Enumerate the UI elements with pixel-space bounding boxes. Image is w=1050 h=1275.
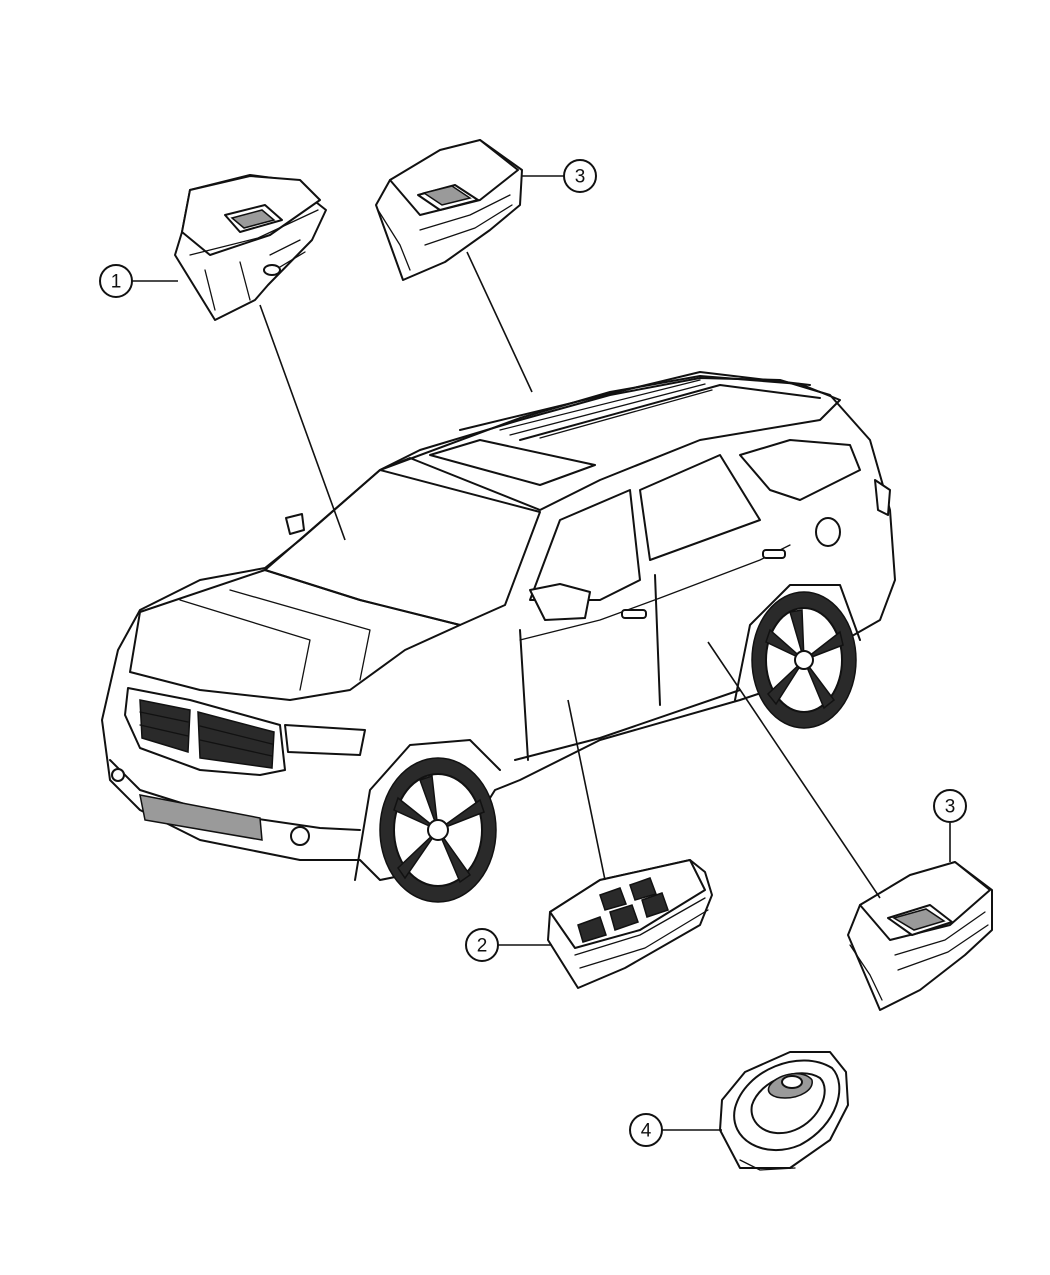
switch-part-4: [719, 1051, 849, 1171]
callout-1: 1: [99, 264, 133, 298]
callout-2-label: 2: [477, 936, 488, 957]
leader-lines: [132, 175, 951, 1131]
callout-3-upper: 3: [563, 159, 597, 193]
callout-3-lower-label: 3: [945, 797, 956, 818]
callout-3-lower: 3: [933, 789, 967, 823]
vehicle-illustration: [101, 371, 896, 903]
switch-part-1: [174, 174, 327, 321]
rear-wheel-spokes: [765, 609, 844, 710]
callout-4-label: 4: [641, 1121, 652, 1142]
callout-1-label: 1: [111, 272, 122, 293]
front-wheel-spokes: [393, 774, 485, 884]
switch-part-3-upper: [375, 139, 523, 281]
switch-part-2: [547, 859, 713, 989]
callout-2: 2: [465, 928, 499, 962]
switch-part-3-lower: [847, 861, 993, 1011]
callout-3-upper-label: 3: [575, 167, 586, 188]
callout-4: 4: [629, 1113, 663, 1147]
